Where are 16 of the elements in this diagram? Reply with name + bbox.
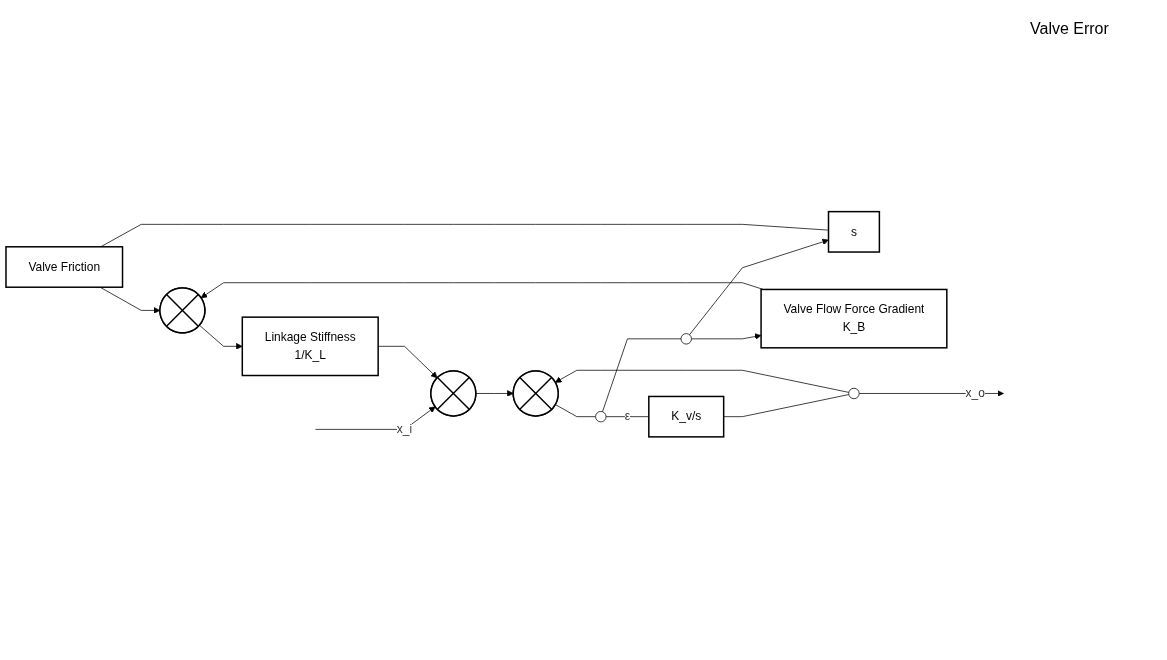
- node-box: Valve Flow Force Gradient K_B: [760, 288, 948, 349]
- node-box: s: [827, 210, 881, 253]
- connector: [602, 338, 682, 413]
- note: Valve Error: [1030, 20, 1109, 38]
- node-box: Valve Friction: [5, 246, 124, 288]
- connector: [554, 404, 596, 418]
- connector: [100, 223, 829, 248]
- connector: [723, 394, 850, 418]
- edge-label: x_o: [965, 386, 985, 400]
- node-box: Linkage Stiffness 1/K_L: [241, 316, 379, 377]
- edge-label: ε: [624, 409, 631, 423]
- node-box: K_v/s: [648, 395, 725, 438]
- node-circle: [680, 333, 692, 345]
- node-circle: [595, 411, 607, 423]
- edge-label: x_i: [396, 422, 413, 436]
- node-circle: [848, 387, 860, 400]
